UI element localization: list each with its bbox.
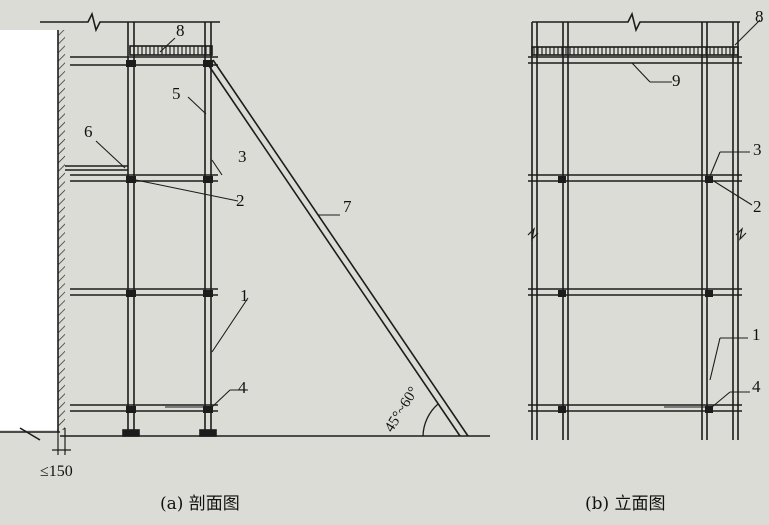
couplers-left <box>126 60 213 413</box>
leaders-right <box>631 19 761 408</box>
callout-1-left: 1 <box>240 286 249 305</box>
callout-6-left: 6 <box>84 122 93 141</box>
leaders-left <box>95 37 340 408</box>
angle-label: 45°~60° <box>382 384 422 435</box>
callout-4-right: 4 <box>752 377 761 396</box>
side-break-marks-right <box>527 227 747 241</box>
callout-2-left: 2 <box>236 191 245 210</box>
caption-section-view: (a) 剖面图 <box>160 494 240 514</box>
callout-8-right: 8 <box>755 7 764 26</box>
callout-3-right: 3 <box>753 140 762 159</box>
callout-9-right: 9 <box>672 71 681 90</box>
top-break-line-right <box>532 11 740 33</box>
ground-line <box>19 427 490 441</box>
base-plates-left <box>122 429 217 437</box>
caption-elevation-view: (b) 立面图 <box>585 494 666 514</box>
standards-left <box>127 22 212 436</box>
couplers-right <box>558 176 713 413</box>
ledgers-left <box>70 56 218 412</box>
wall-tie-left <box>65 165 128 171</box>
diagonal-brace <box>204 59 469 437</box>
gap-dimension <box>52 428 71 455</box>
top-break-line <box>40 11 220 33</box>
scaffold-plank-left <box>129 45 213 56</box>
callout-8-left: 8 <box>176 21 185 40</box>
callout-2-right: 2 <box>753 197 762 216</box>
scaffold-plank-right <box>531 46 739 56</box>
callout-5-left: 5 <box>172 84 181 103</box>
building-wall <box>0 30 65 433</box>
gap-dimension-label: ≤150 <box>40 463 73 480</box>
ledgers-right <box>528 56 742 412</box>
callout-1-right: 1 <box>752 325 761 344</box>
callout-4-left: 4 <box>238 378 247 397</box>
callout-7-left: 7 <box>343 197 352 216</box>
standards-right <box>531 22 739 440</box>
callout-3-left: 3 <box>238 147 247 166</box>
